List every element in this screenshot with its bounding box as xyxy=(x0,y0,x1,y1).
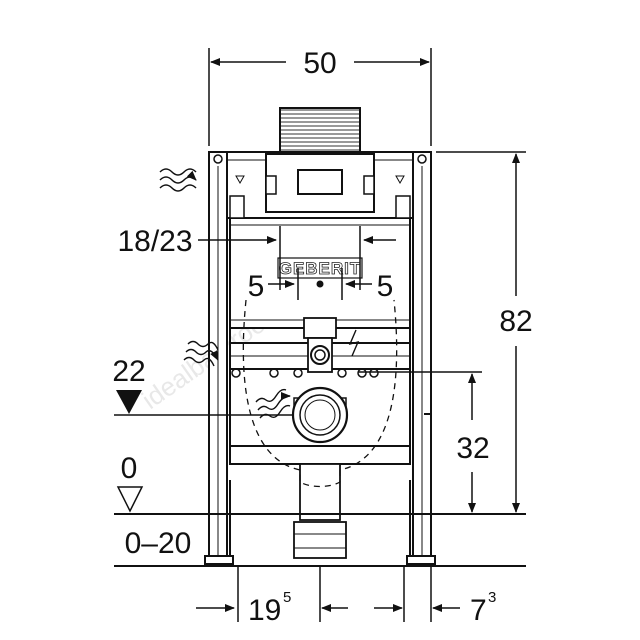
wavy-arrows-icon xyxy=(183,340,219,367)
supply-valve xyxy=(303,317,337,339)
left-foot xyxy=(204,555,234,565)
flush-button xyxy=(297,169,343,195)
dim-pipe-spacing: 18/23 xyxy=(117,225,192,258)
level-floor: 0 xyxy=(121,452,138,485)
wavy-arrows-icon xyxy=(255,388,291,419)
pan-outline-dashed xyxy=(242,299,398,488)
lower-rail xyxy=(229,445,411,465)
dimension-lines xyxy=(114,48,526,622)
right-foot xyxy=(406,555,436,565)
dim-bottom-left-sup: 5 xyxy=(283,589,291,606)
center-mark xyxy=(316,280,324,288)
dim-width-top: 50 xyxy=(303,47,336,80)
level-floor-adjust: 0–20 xyxy=(125,527,192,560)
dim-height-total: 82 xyxy=(499,305,532,338)
geberit-logo: GEBERIT xyxy=(277,257,363,279)
filled-triangle-icon xyxy=(116,390,142,414)
actuator-housing-hatched xyxy=(279,107,361,155)
dim-right-offset: 5 xyxy=(377,270,394,303)
level-supply-height: 22 xyxy=(112,355,145,388)
wavy-arrows-icon xyxy=(159,168,197,192)
dim-waste-height: 32 xyxy=(456,432,489,465)
waste-connector xyxy=(293,521,347,559)
dim-left-offset: 5 xyxy=(248,270,265,303)
right-post-hole xyxy=(417,154,427,164)
waste-outlet xyxy=(291,386,349,444)
dim-bottom-right-main: 7 xyxy=(470,594,487,627)
waste-downpipe xyxy=(299,463,341,521)
brand-logo-text: GEBERIT xyxy=(279,259,362,278)
dim-bottom-left-main: 19 xyxy=(248,594,281,627)
dim-bottom-right-sup: 3 xyxy=(488,589,496,606)
zigzag-mark xyxy=(348,329,360,357)
outline-triangle-icon xyxy=(116,486,144,513)
left-post-hole xyxy=(213,154,223,164)
supply-connection xyxy=(310,345,330,365)
